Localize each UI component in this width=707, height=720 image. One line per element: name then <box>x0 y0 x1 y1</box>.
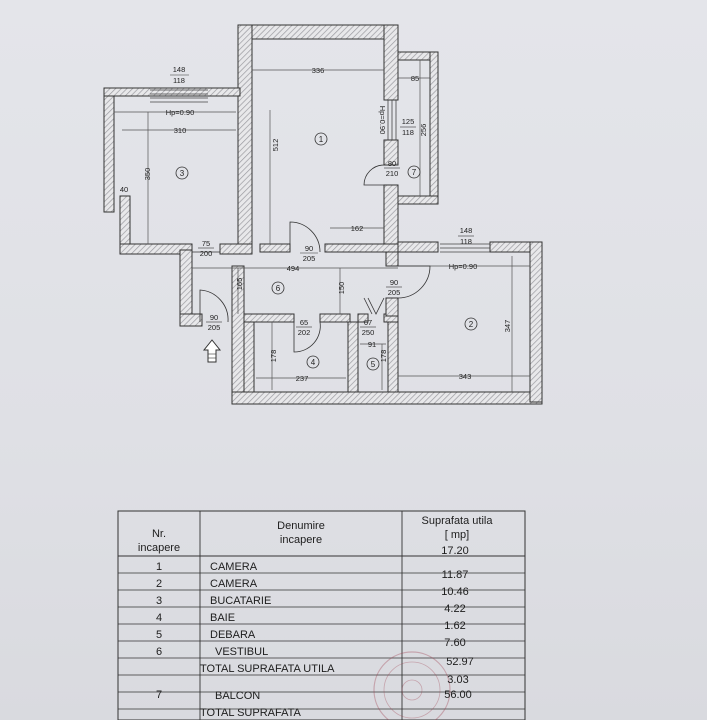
door2-bottom: 205 <box>303 254 316 263</box>
hp-room2: Hp=0.90 <box>449 262 478 271</box>
window2-bottom: 118 <box>402 128 414 137</box>
area-table <box>117 510 526 720</box>
dim-room3-width: 310 <box>174 126 187 135</box>
row4-area: 4.22 <box>444 603 465 615</box>
dim-room2-width: 343 <box>459 372 472 381</box>
door1-bottom: 210 <box>386 169 399 178</box>
row6-nr: 6 <box>156 646 162 658</box>
door-labels: 80 210 90 205 75 200 90 205 90 205 65 20… <box>198 159 402 337</box>
stamp-seal <box>373 651 451 720</box>
dim-room7-height: 256 <box>419 124 428 137</box>
hp-window2: Hp=0.90 <box>378 106 387 135</box>
total-area: 56.00 <box>444 689 472 701</box>
row6-name: VESTIBUL <box>215 646 268 658</box>
dim-room5-width: 91 <box>368 340 376 349</box>
window-labels: 148 118 125 118 Hp=0.90 148 118 <box>170 65 474 246</box>
hp-room3: Hp=0.90 <box>166 108 195 117</box>
door2-top: 90 <box>305 244 313 253</box>
row1-nr: 1 <box>156 561 162 573</box>
row5-area: 1.62 <box>444 620 465 632</box>
dim-room1-extra: 162 <box>351 224 364 233</box>
room-number-6: 6 <box>276 284 281 293</box>
entrance-arrow-icon <box>202 339 222 363</box>
row4-nr: 4 <box>156 612 162 624</box>
row2-area: 11.87 <box>442 569 469 581</box>
header-nr-line1: Nr. <box>152 528 166 540</box>
row3-nr: 3 <box>156 595 162 607</box>
row2-name: CAMERA <box>210 578 258 590</box>
dim-room6-height1: 165 <box>235 278 244 291</box>
window1-top: 148 <box>173 65 186 74</box>
window2-top: 125 <box>402 117 415 126</box>
row4-name: BAIE <box>210 612 235 624</box>
header-denumire-line1: Denumire <box>277 520 325 532</box>
door6-bottom: 202 <box>298 328 311 337</box>
room-markers <box>175 132 478 371</box>
total-utila-label: TOTAL SUPRAFATA UTILA <box>200 663 335 675</box>
total-utila-area: 52.97 <box>446 656 474 668</box>
dim-room7-width: 85 <box>411 74 419 83</box>
room-number-5: 5 <box>371 360 376 369</box>
row5-name: DEBARA <box>210 629 256 641</box>
dim-room4-height: 178 <box>269 350 278 363</box>
total-label: TOTAL SUPRAFATA <box>200 707 302 719</box>
door7-bottom: 250 <box>362 328 375 337</box>
row3-name: BUCATARIE <box>210 595 271 607</box>
dim-room3-height: 350 <box>143 168 152 181</box>
door3-bottom: 200 <box>200 249 213 258</box>
row2-nr: 2 <box>156 578 162 590</box>
dim-room4-width: 237 <box>296 374 309 383</box>
room-number-4: 4 <box>311 358 316 367</box>
window1-bottom: 118 <box>173 76 185 85</box>
room-number-3: 3 <box>180 169 185 178</box>
dim-room3-offset: 40 <box>120 185 128 194</box>
dim-room1-width: 336 <box>312 66 325 75</box>
door4-bottom: 205 <box>388 288 401 297</box>
dim-room6-height2: 150 <box>337 282 346 295</box>
window3-bottom: 118 <box>460 237 472 246</box>
header-nr-line2: incapere <box>138 542 180 554</box>
dim-room1-height: 512 <box>271 139 280 152</box>
row3-area: 10.46 <box>441 586 469 598</box>
row7-nr: 7 <box>156 689 162 701</box>
door5-top: 90 <box>210 313 218 322</box>
walls <box>103 24 543 405</box>
door7-top: 67 <box>364 318 372 327</box>
dimension-lines <box>114 60 530 392</box>
room-number-7: 7 <box>412 168 417 177</box>
row1-name: CAMERA <box>210 561 258 573</box>
windows <box>150 89 490 253</box>
window3-top: 148 <box>460 226 473 235</box>
door6-top: 65 <box>300 318 308 327</box>
row7-area: 3.03 <box>447 674 468 686</box>
room-number-1: 1 <box>319 135 324 144</box>
header-suprafata-line2: [ mp] <box>445 529 469 541</box>
door1-top: 80 <box>388 159 396 168</box>
dim-room2-height: 347 <box>503 320 512 333</box>
door-swings <box>192 164 431 353</box>
row5-nr: 5 <box>156 629 162 641</box>
door3-top: 75 <box>202 239 210 248</box>
header-denumire-line2: incapere <box>280 534 322 546</box>
door5-bottom: 205 <box>208 323 221 332</box>
door4-top: 90 <box>390 278 398 287</box>
dim-room6-width: 494 <box>287 264 300 273</box>
dim-room5-height: 178 <box>379 350 388 363</box>
header-suprafata-line1: Suprafata utila <box>422 515 494 527</box>
row7-name: BALCON <box>215 690 260 702</box>
row6-area: 7.60 <box>444 637 465 649</box>
room-number-2: 2 <box>469 320 474 329</box>
row1-area: 17.20 <box>441 545 469 557</box>
